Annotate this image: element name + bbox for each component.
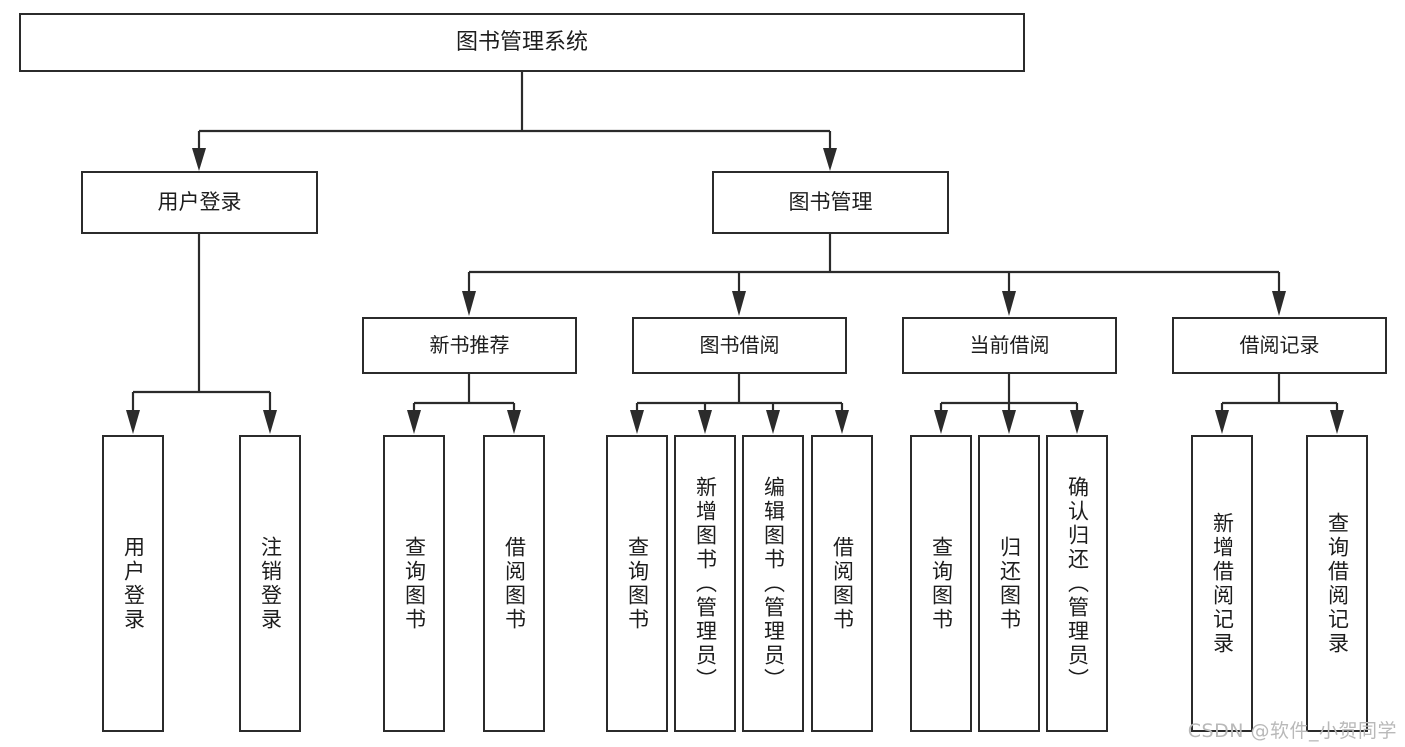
arrow-current-borrow-l1 bbox=[934, 410, 948, 434]
arrow-user-login-l2 bbox=[263, 410, 277, 434]
leaf-label: 归还图书 bbox=[997, 535, 1022, 632]
node-current-borrow[interactable]: 当前借阅 bbox=[902, 317, 1117, 374]
leaf-book-borrow-edit[interactable]: 编辑图书（管理员） bbox=[742, 435, 804, 732]
leaf-user-login-login[interactable]: 用户登录 bbox=[102, 435, 164, 732]
arrow-root-to-user-login bbox=[192, 148, 206, 171]
node-new-book-recommend[interactable]: 新书推荐 bbox=[362, 317, 577, 374]
leaf-borrow-record-query[interactable]: 查询借阅记录 bbox=[1306, 435, 1368, 732]
node-user-login[interactable]: 用户登录 bbox=[81, 171, 318, 234]
leaf-label: 新增图书（管理员） bbox=[693, 475, 718, 692]
leaf-label: 借阅图书 bbox=[502, 535, 527, 632]
arrow-book-borrow-l3 bbox=[766, 410, 780, 434]
arrow-user-login-l1 bbox=[126, 410, 140, 434]
leaf-new-book-query[interactable]: 查询图书 bbox=[383, 435, 445, 732]
watermark-text: CSDN @软件_小贺同学 bbox=[1187, 720, 1397, 742]
leaf-current-borrow-confirm-return[interactable]: 确认归还（管理员） bbox=[1046, 435, 1108, 732]
leaf-current-borrow-return[interactable]: 归还图书 bbox=[978, 435, 1040, 732]
leaf-borrow-record-add[interactable]: 新增借阅记录 bbox=[1191, 435, 1253, 732]
leaf-label: 查询图书 bbox=[625, 535, 650, 632]
leaf-label: 借阅图书 bbox=[830, 535, 855, 632]
arrow-borrow-record-l1 bbox=[1215, 410, 1229, 434]
leaf-user-login-logout[interactable]: 注销登录 bbox=[239, 435, 301, 732]
leaf-book-borrow-add[interactable]: 新增图书（管理员） bbox=[674, 435, 736, 732]
arrow-current-borrow-l2 bbox=[1002, 410, 1016, 434]
leaf-label: 用户登录 bbox=[121, 535, 146, 632]
arrow-root-to-book-mgmt bbox=[823, 148, 837, 171]
leaf-book-borrow-query[interactable]: 查询图书 bbox=[606, 435, 668, 732]
leaf-label: 新增借阅记录 bbox=[1210, 511, 1235, 656]
arrow-borrow-record-l2 bbox=[1330, 410, 1344, 434]
leaf-label: 查询图书 bbox=[929, 535, 954, 632]
arrow-book-borrow-l2 bbox=[698, 410, 712, 434]
leaf-new-book-borrow[interactable]: 借阅图书 bbox=[483, 435, 545, 732]
arrow-book-borrow-l1 bbox=[630, 410, 644, 434]
arrow-book-mgmt-c3 bbox=[1002, 291, 1016, 316]
leaf-label: 查询图书 bbox=[402, 535, 427, 632]
arrow-new-book-l2 bbox=[507, 410, 521, 434]
arrow-new-book-l1 bbox=[407, 410, 421, 434]
arrow-current-borrow-l3 bbox=[1070, 410, 1084, 434]
arrow-book-mgmt-c1 bbox=[462, 291, 476, 316]
leaf-current-borrow-query[interactable]: 查询图书 bbox=[910, 435, 972, 732]
leaf-label: 注销登录 bbox=[258, 535, 283, 632]
arrow-book-mgmt-c2 bbox=[732, 291, 746, 316]
leaf-book-borrow-borrow[interactable]: 借阅图书 bbox=[811, 435, 873, 732]
node-borrow-record[interactable]: 借阅记录 bbox=[1172, 317, 1387, 374]
node-book-borrow[interactable]: 图书借阅 bbox=[632, 317, 847, 374]
node-root-system[interactable]: 图书管理系统 bbox=[19, 13, 1025, 72]
node-book-management[interactable]: 图书管理 bbox=[712, 171, 949, 234]
arrow-book-borrow-l4 bbox=[835, 410, 849, 434]
leaf-label: 查询借阅记录 bbox=[1325, 511, 1350, 656]
leaf-label: 编辑图书（管理员） bbox=[761, 475, 786, 692]
leaf-label: 确认归还（管理员） bbox=[1065, 475, 1090, 692]
arrow-book-mgmt-c4 bbox=[1272, 291, 1286, 316]
